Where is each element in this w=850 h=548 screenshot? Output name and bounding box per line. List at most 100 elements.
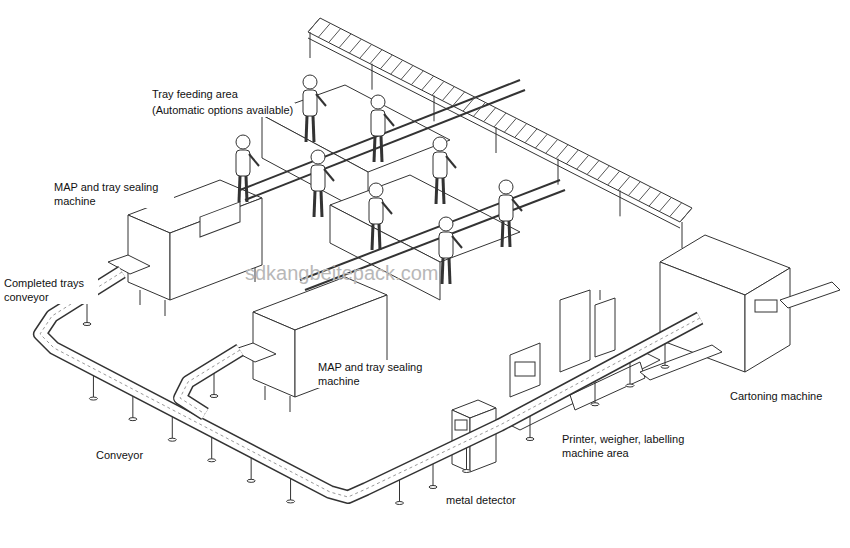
roller [329,29,341,43]
conveyor-band [40,272,700,497]
roller [649,192,661,206]
conveyor-leg [372,64,373,90]
roller [587,161,599,175]
leg-foot [83,323,91,326]
worker-leg [313,116,314,142]
conveyor-chain [40,272,700,497]
conveyor-leg [558,159,559,185]
conveyor-leg [496,127,497,153]
worker-leg [442,258,443,284]
callout-label: metal detector [444,493,518,507]
roller [597,166,609,180]
conveyor-leg [433,464,434,486]
conveyor-leg [132,396,133,418]
worker-head [499,180,513,194]
roller [639,187,651,201]
conveyor-leg [251,458,252,480]
leg-foot [661,365,669,368]
roller [360,44,372,58]
worker-body [311,165,325,191]
roller [422,76,434,90]
worker-leg [321,191,322,217]
worker-arm [316,94,326,106]
worker-arm [384,114,394,126]
roller [308,18,320,32]
leg-foot [210,395,218,398]
conveyor-leg [211,437,212,459]
worker-head [303,75,317,89]
worker-body [499,195,513,221]
leg-foot [526,438,534,441]
leg-foot [396,502,404,505]
conveyor-band [180,350,240,414]
conveyor-leg [530,416,531,438]
roller [463,97,475,111]
worker-arm [249,154,259,166]
worker-arm [512,199,522,211]
rollers [308,18,692,248]
worker-arm [382,202,392,214]
roller [339,34,351,48]
conveyor-leg [595,381,596,403]
roller [370,50,382,64]
worker-body [369,198,383,224]
conveyor-leg [87,301,88,323]
worker-leg [379,224,380,250]
roller [484,108,496,122]
conveyor-leg [620,190,621,216]
conveyor-surface [40,272,700,497]
roller [556,145,568,159]
worker-body [433,152,447,178]
roller [318,23,330,37]
leg-foot [463,470,471,473]
roller [473,102,485,116]
roller [453,92,465,106]
leg-foot [429,486,437,489]
callout-label: Cartoning machine [728,389,824,403]
leg-foot [89,397,97,400]
leg-foot [208,459,216,462]
conveyor-leg [290,478,291,500]
conveyor-leg [434,95,435,121]
conveyor-chain [180,350,240,414]
roller [391,60,403,74]
worker-leg [449,258,450,284]
worker-body [439,232,453,258]
conveyor-leg [310,32,311,58]
conveyor-leg [172,417,173,439]
worker-body [371,110,385,136]
callout-label: MAP and tray sealing machine [52,180,174,208]
roller [608,171,620,185]
roller [494,113,506,127]
leg-foot [287,500,295,503]
worker-leg [502,221,503,247]
conveyor-leg [665,344,666,366]
roller [432,81,444,95]
worker-head [311,150,325,164]
worker-head [439,217,453,231]
worker-arm [324,169,334,181]
conveyor-leg [682,222,683,248]
worker-arm [446,156,456,168]
conveyor-leg [399,480,400,502]
leg-foot [591,403,599,406]
worker-leg [306,116,307,142]
conveyor [40,272,700,505]
worker-leg [443,178,444,204]
worker-body [303,90,317,116]
sealing-machine [232,277,387,412]
callout-label: Tray feeding area [150,87,240,101]
roller [515,124,527,138]
worker-body [236,150,250,176]
roller [628,182,640,196]
roller [659,197,671,211]
watermark: sdkangbeitepack.com [245,262,438,285]
callout-label: Conveyor [94,448,145,462]
leg-foot [168,438,176,441]
conveyor-leg [93,376,94,398]
leg-foot [626,384,634,387]
roller [442,87,454,101]
roller [670,203,682,217]
roller [504,118,516,132]
cartoning-machine [640,235,840,380]
